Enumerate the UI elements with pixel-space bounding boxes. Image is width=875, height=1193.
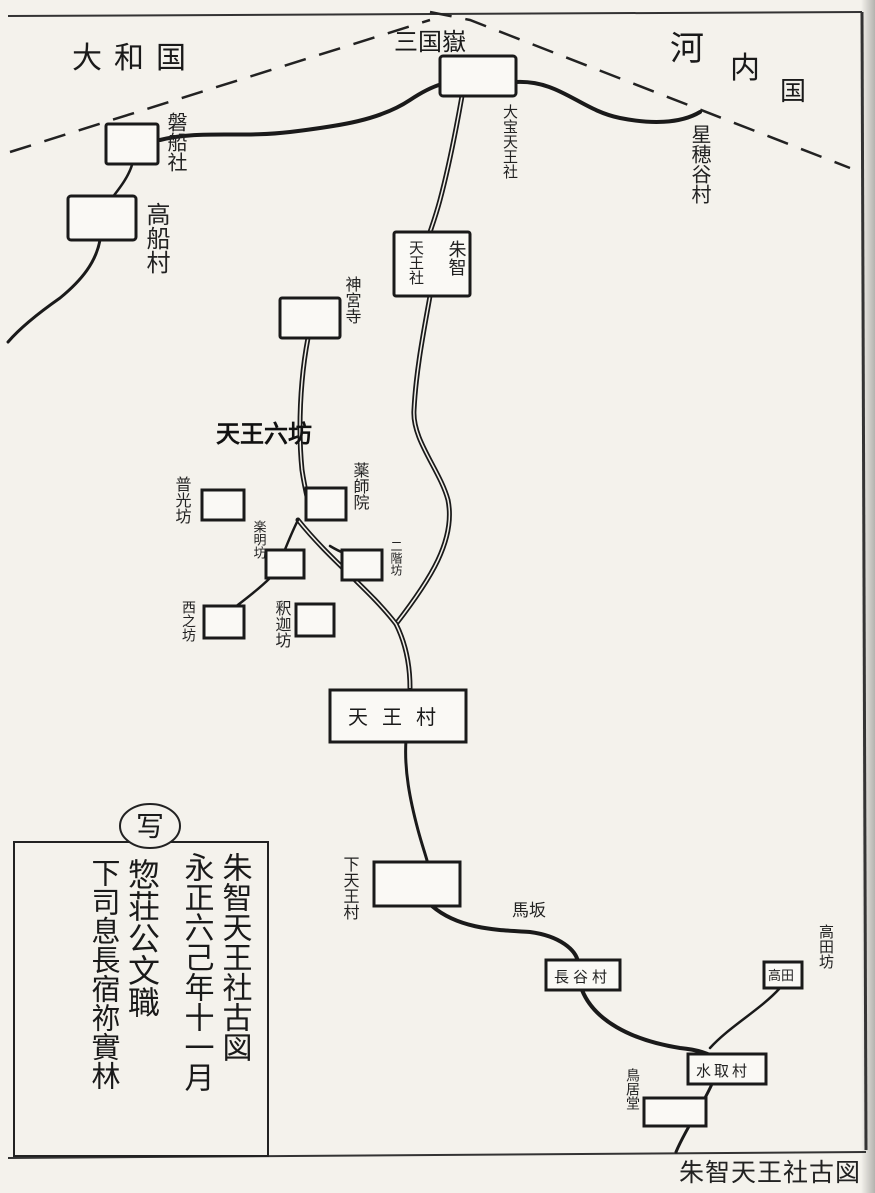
road-takafune-west [6, 238, 102, 344]
box-nisho-bo [340, 548, 384, 582]
label-kono-bo: 高田坊 [817, 924, 835, 970]
box-takada [762, 960, 804, 990]
label-kawachi-3: 国 [780, 77, 806, 107]
label-sankoku: 三国嶽 [394, 28, 466, 56]
box-tenno-mura [328, 688, 468, 744]
label-hotani-mura: 星穂谷村 [688, 124, 712, 204]
label-mizuno-mura: 水取村 [696, 1062, 750, 1080]
label-iwafune-sha: 磐船社 [164, 112, 188, 172]
label-saikyo-bo: 西之坊 [180, 600, 196, 643]
label-raku-bo: 楽明坊 [251, 519, 267, 560]
label-jingu-ji: 神宮寺 [343, 276, 362, 324]
road-iwafune-takafune [110, 163, 134, 200]
road-daigu-shuchi [427, 93, 465, 235]
legend-seal: 写 [136, 810, 164, 843]
map-frame-right [860, 11, 868, 1151]
box-nagamura [544, 958, 622, 992]
road-takada-mizuno [708, 986, 782, 1050]
road-ridge [158, 79, 702, 142]
road-naga-mizuno [580, 988, 714, 1058]
label-yamato: 大和国 [72, 41, 198, 76]
label-shuchi-tenno-sha-2: 朱智 [446, 240, 467, 276]
road-shimo-naga [430, 904, 580, 964]
road-shuchi-tenno [393, 293, 452, 627]
label-shuchi-tenno-sha-1: 天王社 [407, 240, 425, 285]
legend-col2: 永正六己年十一月 [179, 852, 215, 1092]
label-takada: 高田 [768, 968, 794, 984]
label-kawachi-1: 河 [670, 29, 704, 69]
label-soko-bo: 普光坊 [173, 476, 192, 525]
box-mizuno-mura [686, 1052, 768, 1086]
label-magasaka: 馬坂 [512, 901, 546, 921]
box-raku-bo [264, 548, 306, 580]
box-soko-bo [200, 488, 246, 522]
scan-shadow [861, 0, 875, 1193]
label-udo: 鳥居堂 [624, 1068, 640, 1110]
label-tenno-mura: 天王村 [348, 705, 450, 729]
box-iwafune-sha [104, 122, 160, 166]
road-shuchi-tenno-inner [395, 295, 451, 625]
box-udo [642, 1096, 708, 1128]
box-saikyo-bo [202, 604, 246, 640]
label-shakado-bo: 釈迦坊 [273, 600, 292, 649]
label-tenno-rokubo: 天王六坊 [216, 420, 312, 448]
road-branch-raku [282, 518, 300, 554]
box-shuchi-tenno-sha [392, 230, 472, 298]
road-rokubo-tenno-inner [297, 519, 411, 689]
road-daigu-shuchi-inner [429, 95, 463, 233]
legend-col4: 下司息長宿祢實林 [87, 858, 121, 1090]
province-boundary-yamato [9, 18, 431, 154]
box-shimo-tenno-mura [372, 860, 462, 908]
box-jingu-ji [278, 296, 342, 340]
legend-col1: 朱智天王社古図 [217, 852, 253, 1062]
label-shimo-tenno-mura: 下天王村 [341, 856, 360, 920]
label-daigu-tenno-sha: 大宝天王社 [501, 104, 519, 179]
road-branch-saikyo [232, 576, 272, 610]
label-nisho-bo: 二階坊 [389, 540, 403, 576]
label-takafune-mura: 高船村 [142, 202, 170, 274]
box-takafune-mura [66, 194, 138, 242]
label-yakushi-in: 薬師院 [351, 462, 370, 511]
box-yakushi-in [304, 486, 348, 522]
legend-col3: 惣荘公文職 [123, 858, 161, 1018]
box-daigu-tenno-sha [438, 54, 518, 98]
legend-seal-circle [119, 803, 181, 849]
label-nagamura: 長谷村 [554, 968, 611, 986]
label-kawachi-2: 内 [730, 51, 760, 86]
province-boundary-kawachi [429, 10, 851, 170]
road-tenno-shimo [404, 738, 430, 866]
figure-caption: 朱智天王社古図 [678, 1158, 861, 1187]
box-shakado-bo [294, 602, 336, 638]
